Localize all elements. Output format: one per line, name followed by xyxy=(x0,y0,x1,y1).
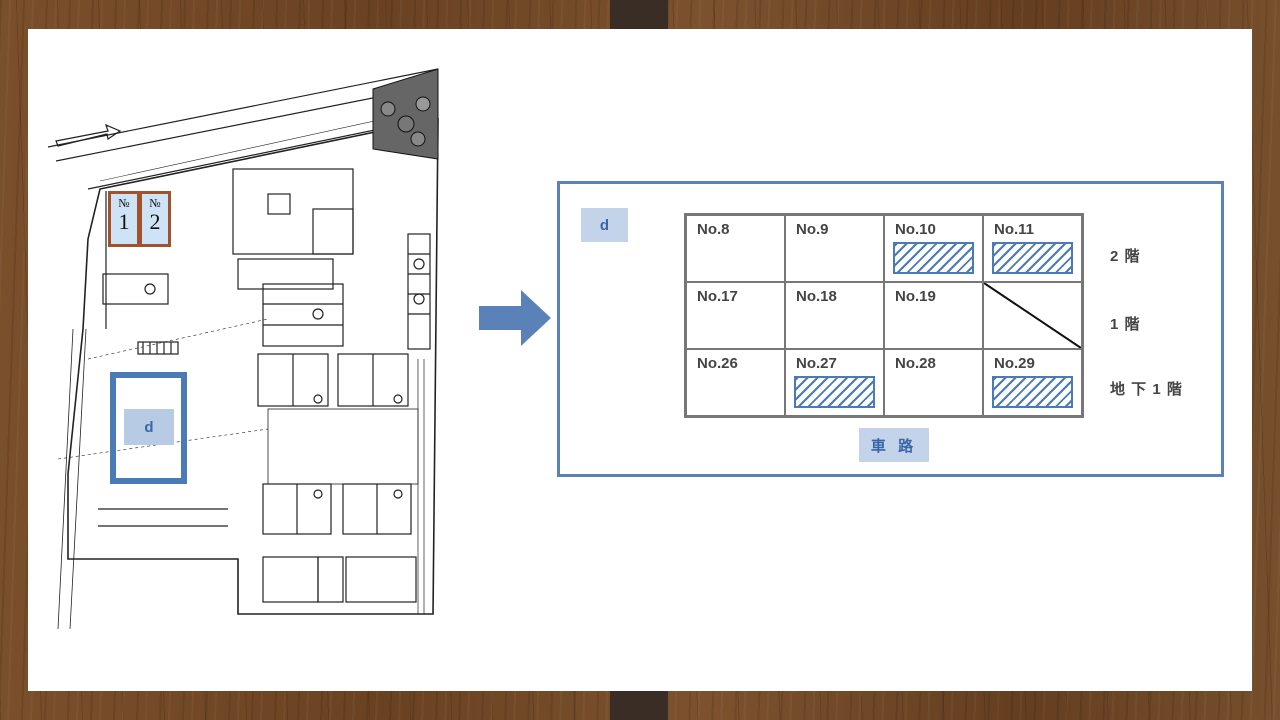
diagonal-line xyxy=(984,283,1081,348)
area-d-label: d xyxy=(124,409,174,445)
parking-cell-label: No.11 xyxy=(994,221,1035,238)
slide-clip-bottom xyxy=(610,690,668,720)
occupied-hatch xyxy=(893,242,974,274)
floor-label-1f: 1 階 xyxy=(1110,316,1141,333)
parking-cell-label: No.28 xyxy=(895,355,936,372)
parking-cell: No.8 xyxy=(686,215,785,282)
slide-clip-top xyxy=(610,0,668,30)
parking-cell-label: No.17 xyxy=(697,288,738,305)
parking-cell: No.29 xyxy=(983,349,1082,416)
area-d-highlight xyxy=(110,372,187,484)
parking-cell: No.11 xyxy=(983,215,1082,282)
site-plan-drawing xyxy=(47,68,439,630)
parking-cell: No.9 xyxy=(785,215,884,282)
spot-2-number: 2 xyxy=(149,209,161,234)
spot-1-number: 1 xyxy=(118,209,130,234)
parking-cell-label: No.26 xyxy=(697,355,738,372)
floor-label-b1: 地 下 1 階 xyxy=(1110,381,1183,398)
parking-cell-label: No.18 xyxy=(796,288,837,305)
parking-cell-label: No.9 xyxy=(796,221,829,238)
parking-cell: No.27 xyxy=(785,349,884,416)
parking-cell-label: No.19 xyxy=(895,288,936,305)
parking-cell: No.26 xyxy=(686,349,785,416)
parking-cell: No.19 xyxy=(884,282,983,349)
right-arrow-icon xyxy=(479,290,551,346)
parking-cell: No.10 xyxy=(884,215,983,282)
floor-label-2f: 2 階 xyxy=(1110,248,1141,265)
parking-cell-label: No.8 xyxy=(697,221,730,238)
detail-tag: d xyxy=(581,208,628,242)
site-plan: № 1 № 2 d xyxy=(28,29,488,659)
parking-spot-1: № 1 xyxy=(108,191,140,247)
parking-cell-label: No.27 xyxy=(796,355,837,372)
parking-cell: No.17 xyxy=(686,282,785,349)
occupied-hatch xyxy=(794,376,875,408)
detail-panel: d No.8 No.9 No.10 No.11 No.17 No.18 xyxy=(557,181,1224,477)
parking-cell: No.18 xyxy=(785,282,884,349)
parking-spot-2: № 2 xyxy=(139,191,171,247)
parking-cell-blank xyxy=(983,282,1082,349)
road-label: 車 路 xyxy=(859,428,929,462)
occupied-hatch xyxy=(992,242,1073,274)
spot-2-prefix: № xyxy=(149,196,161,210)
parking-cell-label: No.10 xyxy=(895,221,936,238)
parking-cell: No.28 xyxy=(884,349,983,416)
parking-grid: No.8 No.9 No.10 No.11 No.17 No.18 No.19 xyxy=(684,213,1084,418)
parking-cell-label: No.29 xyxy=(994,355,1035,372)
spot-1-prefix: № xyxy=(118,196,130,210)
occupied-hatch xyxy=(992,376,1073,408)
slide: № 1 № 2 d d No.8 No.9 No.10 xyxy=(28,29,1252,691)
